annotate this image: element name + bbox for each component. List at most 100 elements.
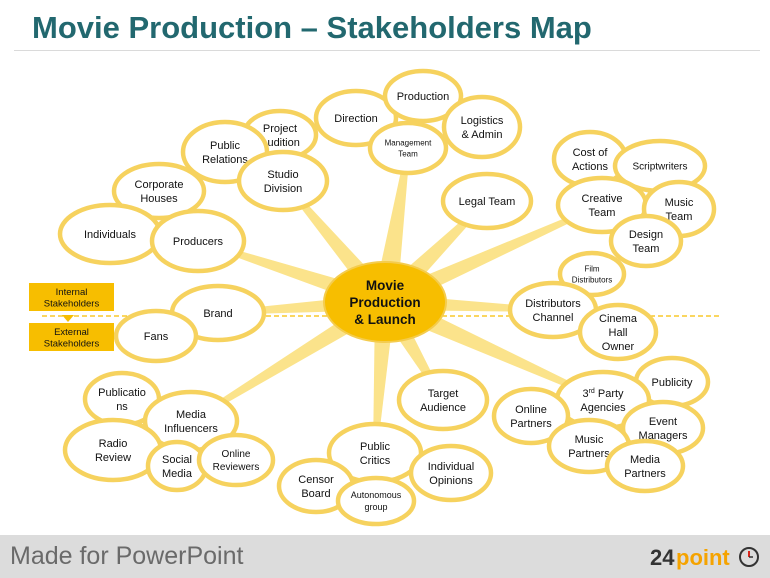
page-title: Movie Production – Stakeholders Map	[32, 10, 592, 45]
oval-logistics-admin	[441, 94, 523, 160]
label-radio-review: Radio	[99, 438, 128, 450]
label-online-reviewers: Online	[222, 449, 251, 460]
node-individuals: Individuals	[57, 202, 163, 266]
label-third-party-agencies: 3rd Party	[582, 388, 624, 400]
label-fans: Fans	[144, 331, 169, 343]
label-brand: Brand	[203, 308, 232, 320]
label-cost-of-actions: Cost of	[573, 147, 609, 159]
label-cinema-hall-owner: Cinema	[599, 313, 638, 325]
label-project-audition: Project	[263, 123, 297, 135]
label-social-media: Social	[162, 454, 192, 466]
oval-individual-opinions	[408, 443, 494, 503]
label-public-relations: Public	[210, 140, 240, 152]
label-logistics-admin: Logistics	[461, 115, 504, 127]
24point-logo: 24 point	[650, 545, 759, 570]
oval-social-media	[145, 439, 209, 493]
label-event-managers: Managers	[639, 430, 688, 442]
node-autonomous-group: Autonomous group	[335, 475, 417, 527]
label-individual-opinions: Opinions	[429, 475, 473, 487]
node-legal-team: Legal Team	[440, 171, 534, 231]
oval-management-team	[367, 120, 449, 176]
label-autonomous-group: group	[364, 502, 387, 512]
label-corporate-houses: Corporate	[135, 179, 184, 191]
label-individual-opinions: Individual	[428, 461, 474, 473]
oval-online-partners	[491, 386, 571, 446]
arrow-down-icon	[62, 315, 74, 322]
label-publications: ns	[116, 401, 128, 413]
label-studio-division: Division	[264, 183, 303, 195]
label-public-critics: Public	[360, 441, 390, 453]
oval-online-reviewers	[196, 432, 276, 488]
label-music-partners: Music	[575, 434, 604, 446]
label-autonomous-group: Autonomous	[351, 490, 402, 500]
label-creative-team: Team	[589, 207, 616, 219]
label-management-team: Team	[398, 149, 418, 158]
label-media-partners: Media	[630, 454, 661, 466]
label-publicity: Publicity	[652, 377, 693, 389]
clock-icon	[739, 547, 759, 567]
label-media-influencers: Influencers	[164, 423, 218, 435]
center-label: & Launch	[354, 312, 416, 327]
center-oval	[323, 261, 447, 343]
label-management-team: Management	[385, 138, 432, 147]
node-fans: Fans	[113, 308, 199, 364]
node-producers: Producers	[149, 208, 247, 274]
oval-cinema-hall-owner	[577, 302, 659, 362]
label-producers: Producers	[173, 236, 224, 248]
label-individuals: Individuals	[84, 229, 136, 241]
internal-stakeholders-label-text: Internal	[56, 287, 88, 298]
label-social-media: Media	[162, 468, 193, 480]
label-legal-team: Legal Team	[459, 196, 516, 208]
oval-legal-team	[440, 171, 534, 231]
logo-word: point	[676, 545, 730, 570]
label-cost-of-actions: Actions	[572, 161, 609, 173]
label-music-partners: Partners	[568, 448, 610, 460]
label-online-reviewers: Reviewers	[213, 462, 260, 473]
label-cinema-hall-owner: Hall	[609, 327, 628, 339]
label-cinema-hall-owner: Owner	[602, 341, 635, 353]
label-distributors-channel: Channel	[533, 312, 574, 324]
label-corporate-houses: Houses	[140, 193, 178, 205]
label-public-relations: Relations	[202, 154, 248, 166]
label-direction: Direction	[334, 113, 377, 125]
label-distributors-channel: Distributors	[525, 298, 581, 310]
external-stakeholders-label-text: External	[54, 327, 89, 338]
oval-design-team	[608, 213, 684, 269]
oval-producers	[149, 208, 247, 274]
label-radio-review: Review	[95, 452, 131, 464]
internal-stakeholders-label-text: Stakeholders	[44, 299, 100, 310]
oval-autonomous-group	[335, 475, 417, 527]
label-scriptwriters: Scriptwriters	[632, 162, 687, 173]
oval-corporate-houses	[111, 161, 207, 221]
label-music-team: Team	[666, 211, 693, 223]
label-third-party-agencies: Agencies	[580, 402, 626, 414]
label-censor-board: Board	[301, 488, 330, 500]
oval-media-partners	[604, 438, 686, 494]
label-censor-board: Censor	[298, 474, 334, 486]
label-target-audience: Target	[428, 388, 459, 400]
label-project-audition: Audition	[260, 137, 300, 149]
oval-studio-division	[236, 149, 330, 213]
label-online-partners: Online	[515, 404, 547, 416]
label-target-audience: Audience	[420, 402, 466, 414]
label-studio-division: Studio	[267, 169, 298, 181]
oval-fans	[113, 308, 199, 364]
label-logistics-admin: & Admin	[462, 129, 503, 141]
